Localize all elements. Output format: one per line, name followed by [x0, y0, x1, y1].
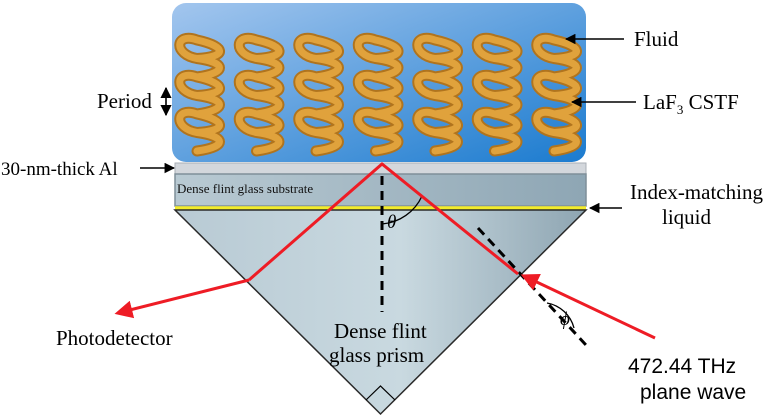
cstf-label-subscript: 3: [677, 102, 684, 117]
helix-column: [352, 32, 404, 157]
helix-column: [531, 32, 582, 157]
cstf-label: LaF3 CSTF: [643, 90, 739, 117]
helix-body: [354, 34, 402, 155]
index-matching-label-line1: Index-matching: [630, 180, 763, 204]
cstf-helices: [174, 32, 582, 157]
theta-label: θ: [387, 212, 396, 233]
al-layer-label: 30-nm-thick Al: [1, 159, 118, 180]
helix-body: [235, 34, 283, 155]
theta-arc: [381, 195, 423, 225]
helix-column: [471, 32, 523, 157]
helix-column: [174, 32, 225, 157]
wave-label-line1: 472.44 THz: [628, 355, 736, 378]
fluid-label: Fluid: [634, 27, 679, 51]
right-angle-marker: [365, 385, 396, 401]
helix-body: [473, 34, 521, 155]
photodetector-label: Photodetector: [56, 326, 173, 350]
helix-body: [295, 34, 342, 155]
helix-column: [293, 32, 344, 157]
cstf-label-suffix: CSTF: [683, 90, 738, 114]
phi-label: ϕ: [560, 309, 570, 330]
prism-label-line2: glass prism: [329, 343, 424, 367]
helix-column: [412, 32, 463, 157]
phi-arc: [546, 302, 575, 329]
helix-body: [414, 34, 461, 155]
cstf-label-prefix: LaF: [643, 90, 677, 114]
helix-body: [176, 34, 223, 155]
helix-column: [233, 32, 285, 157]
light-beam-path: [248, 162, 519, 282]
period-label: Period: [97, 89, 152, 113]
index-matching-label-line2: liquid: [662, 205, 712, 229]
substrate-label: Dense flint glass substrate: [177, 181, 313, 196]
wave-label-line2: plane wave: [640, 381, 746, 404]
output-beam-arrow: [114, 278, 250, 319]
incident-beam-arrow: [520, 274, 656, 340]
prism-label-line1: Dense flint: [334, 319, 427, 343]
